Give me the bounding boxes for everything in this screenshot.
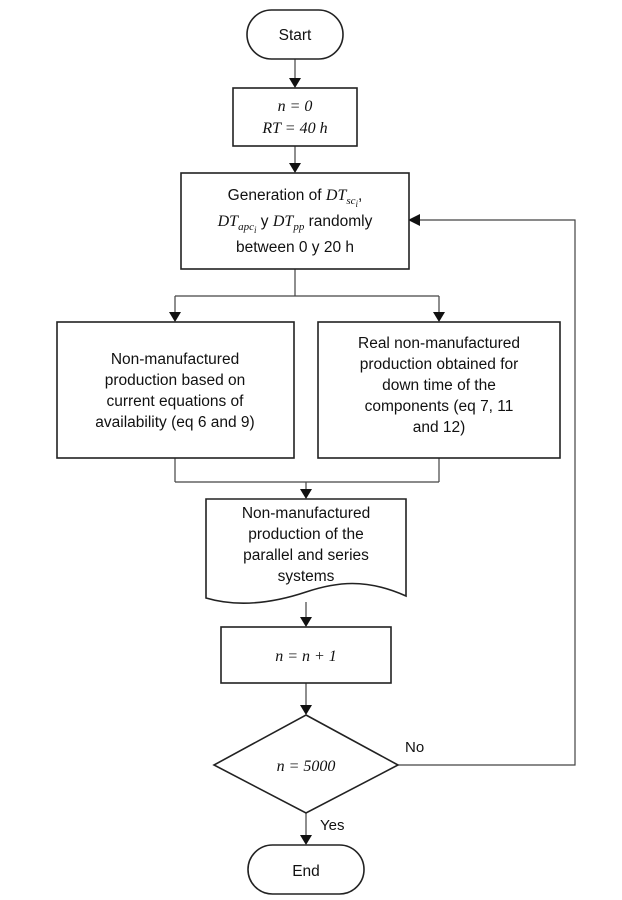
start-terminator: Start bbox=[246, 9, 344, 60]
decision-node: n = 5000 No Yes bbox=[212, 714, 424, 834]
no-label: No bbox=[405, 739, 424, 756]
real-production-box: Real non-manufactured production obtaine… bbox=[317, 321, 561, 459]
output-document: Non-manufactured production of the paral… bbox=[205, 498, 407, 604]
generation-line1: Generation of DTsci, bbox=[228, 187, 363, 209]
end-terminator: End bbox=[247, 844, 365, 895]
right-box-line: and 12) bbox=[413, 419, 466, 436]
end-label: End bbox=[292, 863, 320, 880]
arrowhead bbox=[300, 705, 312, 715]
increment-label: n = n + 1 bbox=[275, 648, 337, 665]
right-box-line: down time of the bbox=[382, 377, 496, 394]
connectors bbox=[169, 59, 576, 845]
left-box-line: Non-manufactured bbox=[111, 351, 239, 368]
right-box-line: production obtained for bbox=[360, 356, 519, 373]
current-equations-box: Non-manufactured production based on cur… bbox=[56, 321, 295, 459]
generation-line3: between 0 y 20 h bbox=[236, 239, 354, 256]
output-line: systems bbox=[278, 568, 335, 585]
connector-loop-back bbox=[398, 219, 576, 766]
init-process: n = 0 RT = 40 h bbox=[232, 87, 358, 147]
init-n-label: n = 0 bbox=[278, 98, 313, 115]
right-box-line: Real non-manufactured bbox=[358, 335, 520, 352]
generation-line2: DTapci y DTpp randomly bbox=[217, 213, 373, 235]
right-box-line: components (eq 7, 11 bbox=[365, 398, 514, 415]
increment-process: n = n + 1 bbox=[220, 626, 392, 684]
left-box-line: production based on bbox=[105, 372, 245, 389]
arrowhead bbox=[289, 78, 301, 88]
start-label: Start bbox=[279, 27, 312, 44]
init-rt-label: RT = 40 h bbox=[261, 120, 327, 137]
arrowhead bbox=[300, 835, 312, 845]
left-box-line: current equations of bbox=[106, 393, 244, 410]
yes-label: Yes bbox=[320, 817, 344, 834]
generation-process: Generation of DTsci, DTapci y DTpp rando… bbox=[180, 172, 410, 270]
output-line: parallel and series bbox=[243, 547, 369, 564]
arrowhead bbox=[169, 312, 181, 322]
arrowhead bbox=[433, 312, 445, 322]
left-box-line: availability (eq 6 and 9) bbox=[95, 414, 254, 431]
output-line: production of the bbox=[248, 526, 363, 543]
arrowhead bbox=[300, 489, 312, 499]
decision-label: n = 5000 bbox=[277, 758, 336, 775]
arrowhead bbox=[289, 163, 301, 173]
arrowhead bbox=[408, 214, 420, 226]
output-line: Non-manufactured bbox=[242, 505, 370, 522]
arrowhead bbox=[300, 617, 312, 627]
